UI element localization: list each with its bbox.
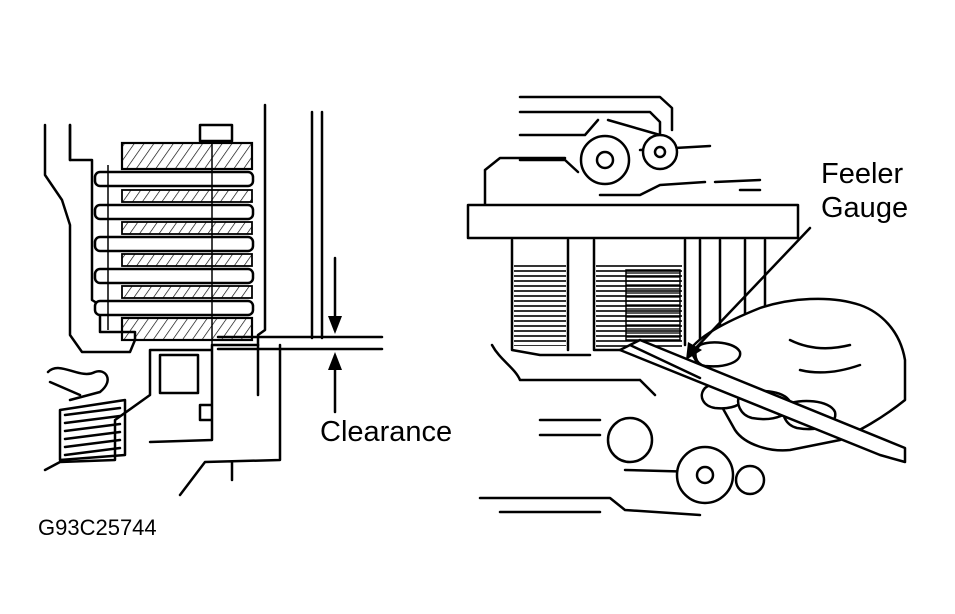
lower-pivot-a bbox=[606, 416, 654, 464]
figure-code: G93C25744 bbox=[38, 515, 157, 540]
piston-seal bbox=[158, 353, 200, 395]
clearance-arrows bbox=[328, 256, 342, 414]
drum-body bbox=[510, 238, 767, 357]
lower-pivot-b-hole bbox=[695, 465, 715, 485]
main-shaft bbox=[466, 203, 800, 240]
feeler-gauge-arrowhead bbox=[686, 342, 702, 360]
feeler-gauge-leader bbox=[690, 226, 812, 354]
housing-lower-sweep bbox=[178, 343, 282, 497]
lower-pivot-c bbox=[734, 464, 766, 496]
feeler-label: Feeler bbox=[821, 158, 904, 190]
pressure-plate-top bbox=[120, 141, 254, 171]
feeler-gauge-tip bbox=[628, 343, 702, 380]
upper-pivot-large-hole bbox=[595, 150, 615, 170]
cross-section-view bbox=[43, 103, 384, 497]
clutch-pack-edge bbox=[625, 269, 681, 341]
feeler-gauge-blade bbox=[618, 338, 907, 464]
feeler-gauge-view bbox=[466, 95, 907, 517]
gauge-label: Gauge bbox=[821, 192, 909, 224]
hub-boss bbox=[198, 123, 234, 143]
return-spring bbox=[46, 366, 127, 462]
pressure-plate-bottom bbox=[120, 316, 254, 342]
lower-linkage bbox=[478, 343, 702, 517]
clutch-plate-stack bbox=[93, 170, 255, 317]
drum-grooves-left bbox=[514, 262, 566, 346]
drum-wall bbox=[256, 103, 267, 347]
clearance-label: Clearance bbox=[320, 416, 453, 448]
upper-pivot-small-hole bbox=[653, 145, 667, 159]
